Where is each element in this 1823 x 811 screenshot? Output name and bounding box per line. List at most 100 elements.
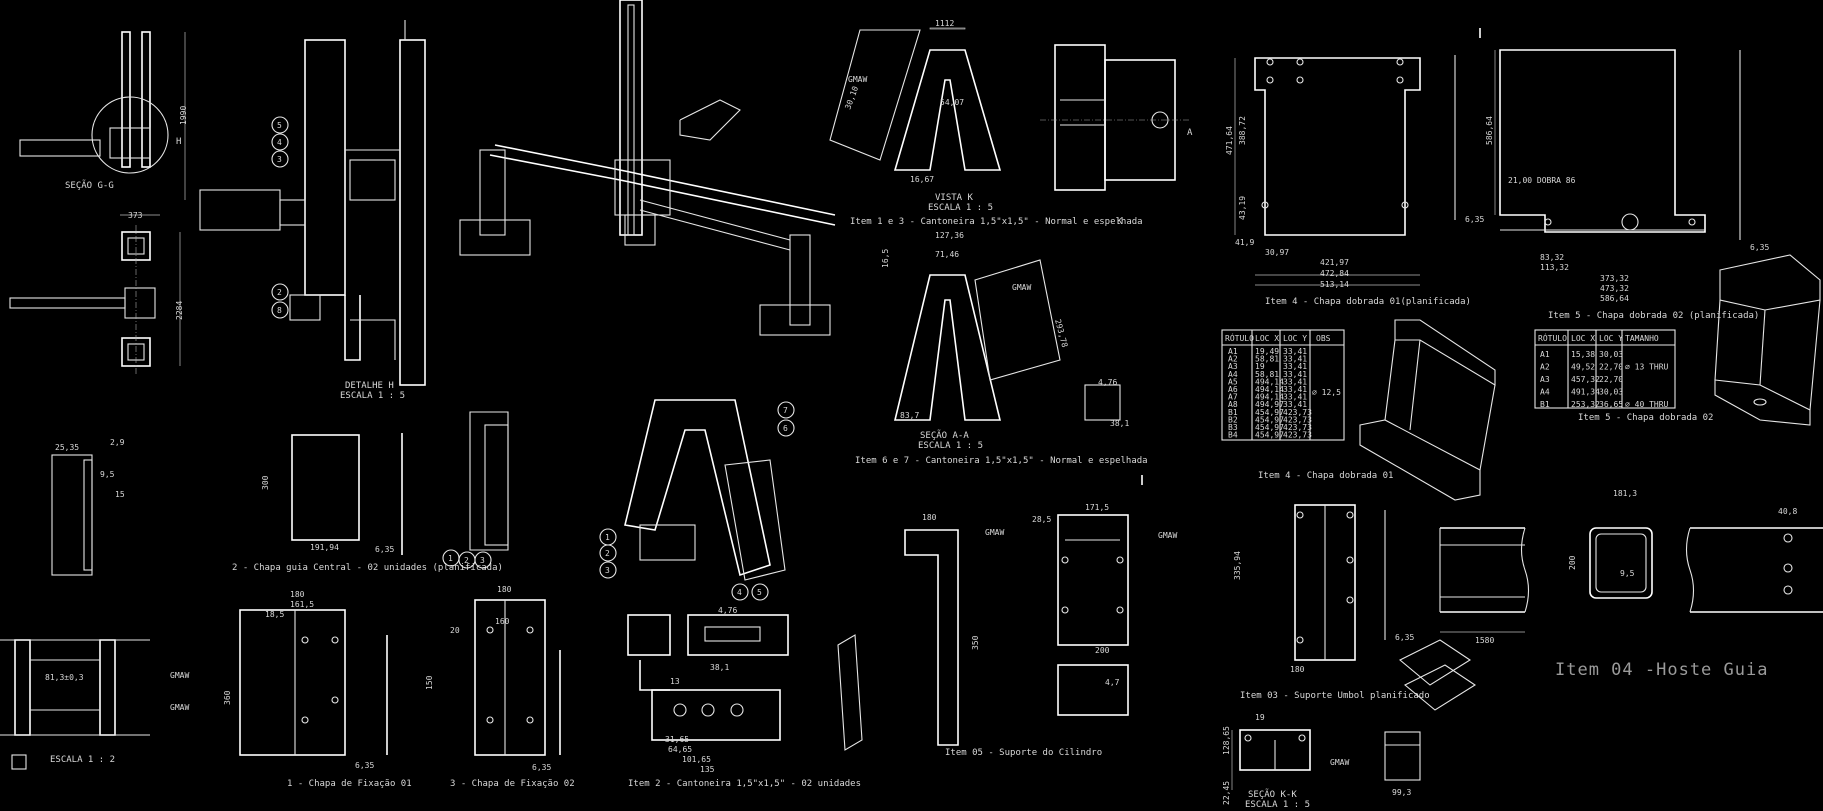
table1-cell: B3 [1228,423,1238,432]
chapa-fixacao-01: 180 161,5 18,5 360 6,35 1 - Chapa de Fix… [223,590,412,789]
table2-cell: B1 [1540,400,1550,409]
balloon-3b: 3 [480,556,485,565]
dim-42197: 421,97 [1320,258,1349,267]
balloon-1: 1 [448,554,453,563]
caption-item-1-3: Item 1 e 3 - Cantoneira 1,5"x1,5" - Norm… [850,217,1143,227]
dim-15: 15 [115,490,125,499]
dim-1715: 171,5 [1085,503,1109,512]
dim-6465: 64,65 [668,745,692,754]
dim-180b: 180 [497,585,512,594]
a-frame-isometric: 7 6 1 2 3 4 5 [599,399,795,601]
table1-cell: 494,14 [1255,377,1284,386]
dim-58664b: 586,64 [1600,294,1629,303]
dim-635-c: 6,35 [375,545,394,554]
table1-cell: 494,97 [1255,400,1284,409]
dim-4319: 43,19 [1238,196,1247,220]
caption-item-4-plan: Item 4 - Chapa dobrada 01(planificada) [1265,297,1471,307]
caption-item-5: Item 5 - Chapa dobrada 02 [1578,413,1713,423]
section-k-k: 128,65 22,45 19 GMAW SEÇÃO K-K ESCALA 1 … [1222,713,1421,810]
dim-dobra: 21,00 DOBRA 86 [1508,176,1576,185]
dim-95b: 9,5 [1620,569,1635,578]
dim-185: 18,5 [265,610,284,619]
dim-180a: 180 [290,590,305,599]
dim-180c: 180 [922,513,937,522]
table2-cell: 15,38 [1571,350,1595,359]
dim-12736: 127,36 [935,231,964,240]
caption-item-03: Item 03 - Suporte Umbol planificado [1240,691,1430,701]
table2-cell: 30,03 [1599,388,1623,397]
dim-2284: 2284 [175,301,184,320]
dim-150: 150 [425,675,434,690]
table1-cell: A1 [1228,347,1238,356]
caption-detalhe-h-scale: ESCALA 1 : 5 [340,391,405,401]
table1-cell: 454,97 [1255,423,1284,432]
table2-cell: ⌀ 40 THRU [1625,400,1669,409]
table1-cell: B1 [1228,408,1238,417]
caption-item-05: Item 05 - Suporte do Cilindro [945,748,1102,758]
item-03-suporte-umbol: 335,94 180 6,35 Item 03 - Suporte Umbol … [1233,504,1477,711]
chapa-guia: 25,35 2,9 9,5 15 300 191,94 6,35 2 - Cha… [51,411,509,576]
section-a-a: 127,36 71,46 16,5 293,78 GMAW 83,7 4,76 … [855,231,1148,466]
caption-item-2: Item 2 - Cantoneira 1,5"x1,5" - 02 unida… [628,779,861,789]
item-4-planified: 471,64 388,72 43,19 41,9 30,97 421,97 47… [1225,55,1484,307]
t1-h0: RÓTULO [1225,332,1254,343]
dim-30: 19 [1255,713,1265,722]
dim-180d: 180 [1290,665,1305,674]
dim-3097: 30,97 [1265,248,1289,257]
t1-h2: LOC Y [1283,334,1307,343]
item-4-isometric [1359,319,1496,501]
balloon-2: 2 [277,288,282,297]
label-gmaw-bl2: GMAW [170,703,189,712]
table1-cell: A5 [1228,377,1238,386]
dim-51314: 513,14 [1320,280,1349,289]
detail-bottom-left: 81,3±0,3 GMAW GMAW ESCALA 1 : 2 [0,639,189,770]
t2-h2: LOC Y [1599,334,1623,343]
table1-cell: A3 [1228,362,1238,371]
dim-33594: 335,94 [1233,551,1242,580]
dim-300: 300 [261,475,270,490]
t1-obs: ⌀ 12,5 [1312,388,1341,397]
t1-h3: OBS [1316,334,1331,343]
caption-chapa-fix-3: 3 - Chapa de Fixação 02 [450,779,575,789]
table2-cell: A1 [1540,350,1550,359]
label-a-1: A [1187,128,1193,138]
t2-h3: TAMANHO [1625,334,1659,343]
caption-secao-kk-scale: ESCALA 1 : 5 [1245,800,1310,810]
label-h: H [176,137,181,147]
dim-837: 83,7 [900,411,919,420]
table1-cell: 33,41 [1283,377,1307,386]
dim-350: 350 [971,635,980,650]
dim-10165: 101,65 [682,755,711,764]
caption-item-4: Item 4 - Chapa dobrada 01 [1258,471,1393,481]
caption-escala-12: ESCALA 1 : 2 [50,755,115,765]
table2-cell: 36,65 [1599,400,1623,409]
t2-h0: RÓTULO [1538,332,1567,343]
dim-1580: 1580 [1475,636,1494,645]
dim-381: 38,1 [1110,419,1129,428]
detail-h: 5 4 3 2 8 DETALHE H ESCALA 1 : 5 [199,20,426,401]
table1-cell: 423,73 [1283,408,1312,417]
dim-635-d: 6,35 [355,761,374,770]
table1-cell: B4 [1228,431,1238,440]
table2-cell: A2 [1540,363,1550,372]
dim-5407: 54,07 [940,98,964,107]
section-g-g: 1990 H 373 SEÇÃO G-G [19,31,188,220]
item-05-suporte-cilindro: 180 28,5 171,5 350 4,7 200 GMAW GMAW Ite… [837,503,1177,758]
table1-cell: 494,14 [1255,393,1284,402]
dim-160: 160 [495,617,510,626]
table1-cell: 33,41 [1283,355,1307,364]
balloon-5: 5 [277,121,282,130]
table1-cell: 33,41 [1283,400,1307,409]
item-5-planified: 586,64 21,00 DOBRA 86 83,32 113,32 373,3… [1485,49,1769,321]
dim-95: 9,5 [100,470,115,479]
caption-secao-aa: SEÇÃO A-A [920,430,969,441]
table1-cell: 33,41 [1283,370,1307,379]
dim-29378: 293,78 [1053,318,1069,348]
balloon-2c: 2 [605,549,610,558]
dim-2245: 22,45 [1222,781,1231,805]
balloon-5c: 5 [757,588,762,597]
table1-cell: 33,41 [1283,385,1307,394]
table1-cell: 58,81 [1255,370,1279,379]
